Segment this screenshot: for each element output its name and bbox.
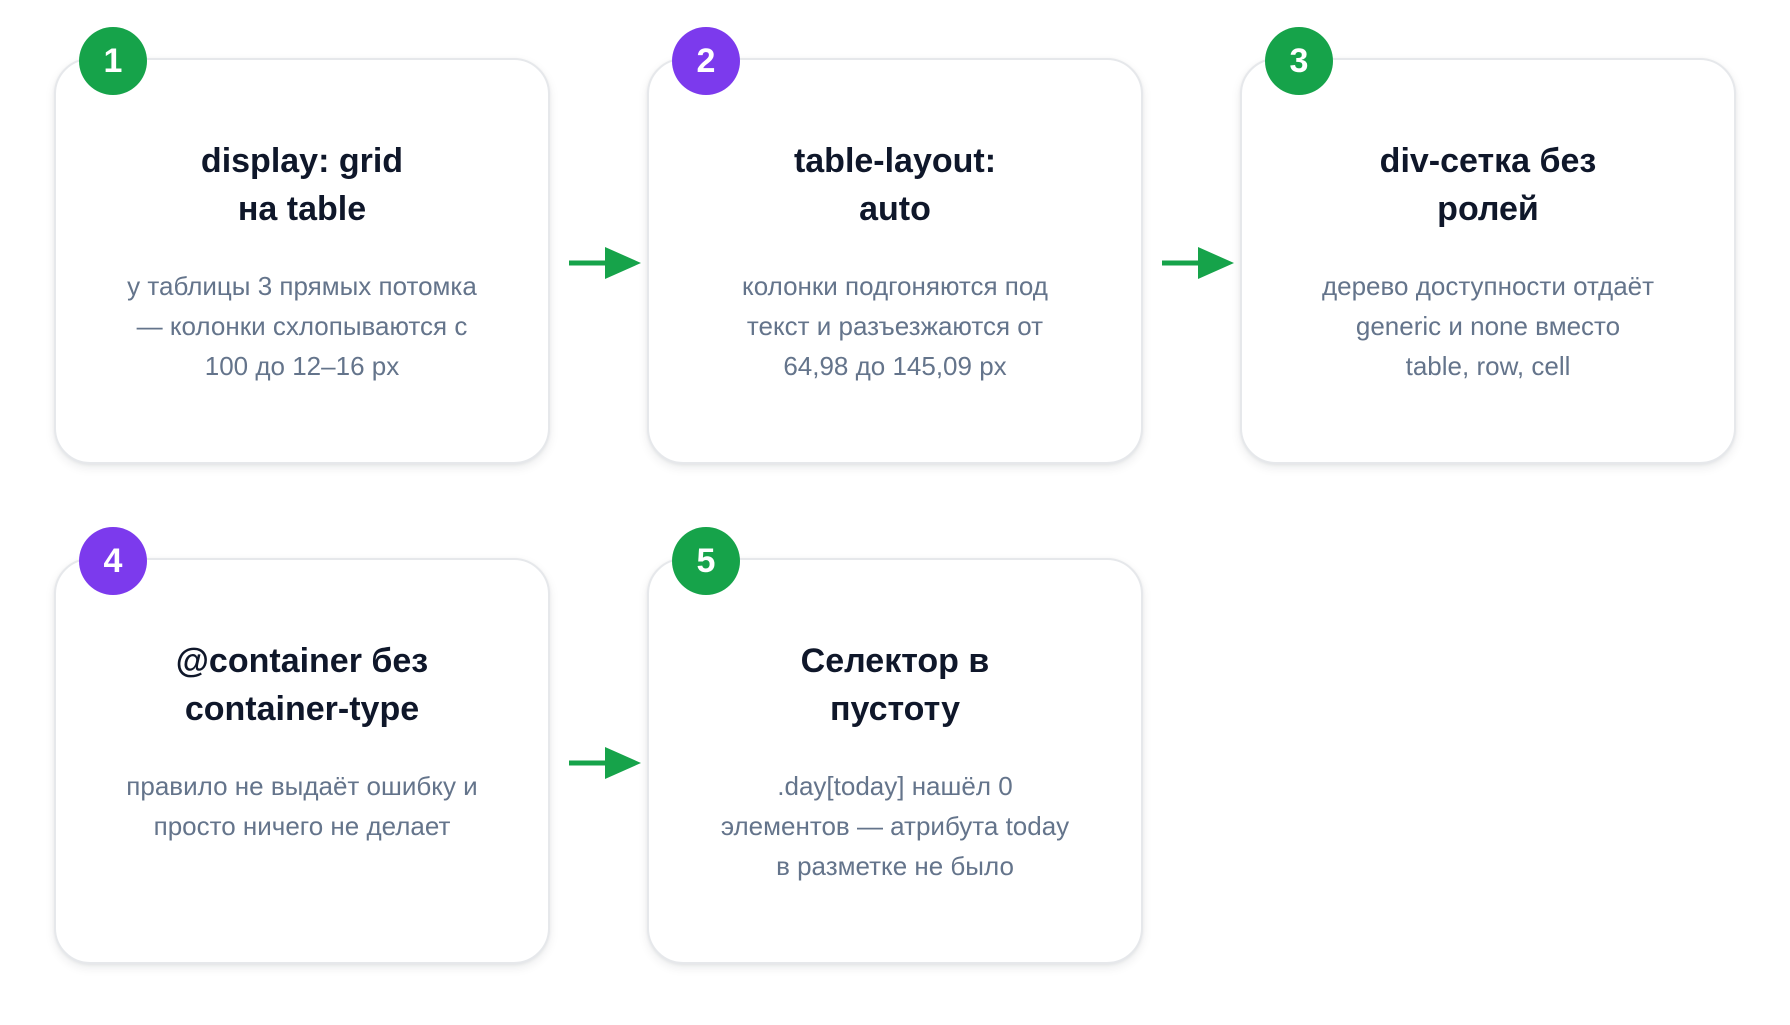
step-number-badge: 1: [79, 27, 147, 95]
step-title: div-сетка без ролей: [1379, 142, 1597, 228]
step-number-badge: 4: [79, 527, 147, 595]
arrow-right-icon: [569, 747, 641, 779]
arrow-right-icon: [569, 247, 641, 279]
step-card-5: Селектор в пустоту .day[today] нашёл 0 э…: [647, 558, 1143, 964]
step-title: @container без container-type: [175, 642, 429, 728]
step-description: дерево доступности отдаёт generic и none…: [1321, 271, 1655, 381]
step-card-1: display: grid на table у таблицы 3 прямы…: [54, 58, 550, 464]
step-title: display: grid на table: [200, 142, 404, 228]
step-title: Селектор в пустоту: [800, 642, 990, 728]
step-card-4: @container без container-type правило не…: [54, 558, 550, 964]
step-description: колонки подгоняются под текст и разъезжа…: [742, 271, 1048, 381]
step-description: правило не выдаёт ошибку и просто ничего…: [126, 771, 478, 841]
arrow-right-icon: [1162, 247, 1234, 279]
step-title: table-layout: auto: [793, 142, 997, 228]
step-number-badge: 5: [672, 527, 740, 595]
step-card-3: div-сетка без ролей дерево доступности о…: [1240, 58, 1736, 464]
step-description: .day[today] нашёл 0 элементов — атрибута…: [720, 771, 1070, 881]
step-number-badge: 2: [672, 27, 740, 95]
step-number-badge: 3: [1265, 27, 1333, 95]
step-card-2: table-layout: auto колонки подгоняются п…: [647, 58, 1143, 464]
step-description: у таблицы 3 прямых потомка — колонки схл…: [127, 271, 477, 381]
